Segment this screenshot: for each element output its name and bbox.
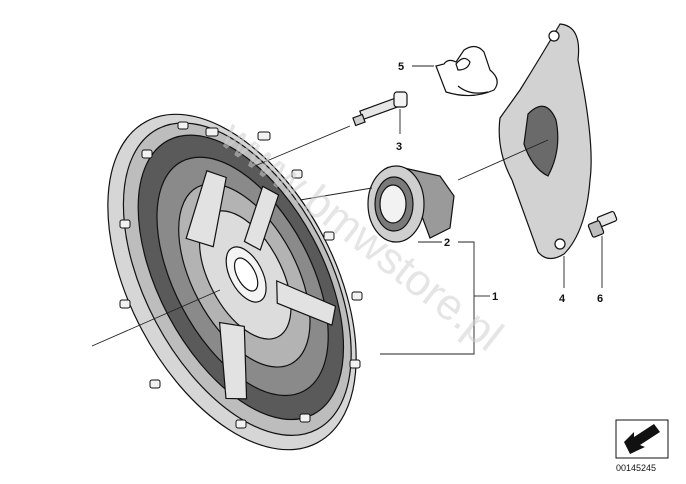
diagram-id-box: 00145245 xyxy=(615,419,669,473)
clutch-assembly xyxy=(107,113,363,451)
spring-clip xyxy=(435,45,498,97)
direction-arrow-icon xyxy=(624,424,660,454)
release-bearing xyxy=(367,165,455,243)
callout-5: 5 xyxy=(398,61,404,73)
callout-1: 1 xyxy=(492,291,498,303)
diagram-id-number: 00145245 xyxy=(616,463,656,473)
guide-bolt xyxy=(352,91,408,127)
leader-lines xyxy=(249,65,603,355)
callout-4: 4 xyxy=(559,293,566,305)
pivot-pin xyxy=(587,210,618,238)
callout-6: 6 xyxy=(597,293,603,305)
callout-3: 3 xyxy=(396,141,402,153)
callout-2: 2 xyxy=(444,237,450,249)
